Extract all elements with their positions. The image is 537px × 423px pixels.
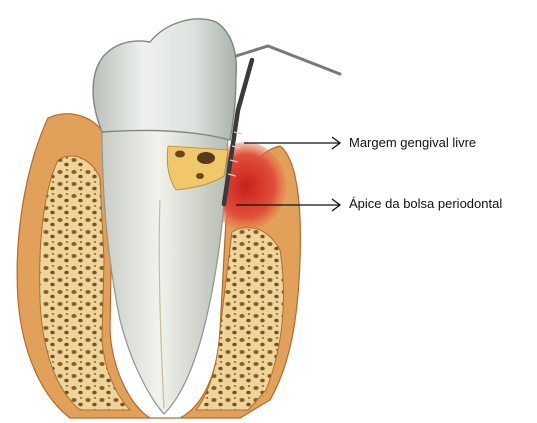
calculus-spot bbox=[175, 151, 185, 158]
calculus-spot bbox=[197, 152, 215, 164]
tooth-crown bbox=[93, 19, 236, 140]
free-gingival-margin-label: Margem gengival livre bbox=[349, 135, 476, 150]
calculus-spot bbox=[196, 173, 204, 179]
periodontal-pocket-apex-label: Ápice da bolsa periodontal bbox=[349, 196, 502, 211]
